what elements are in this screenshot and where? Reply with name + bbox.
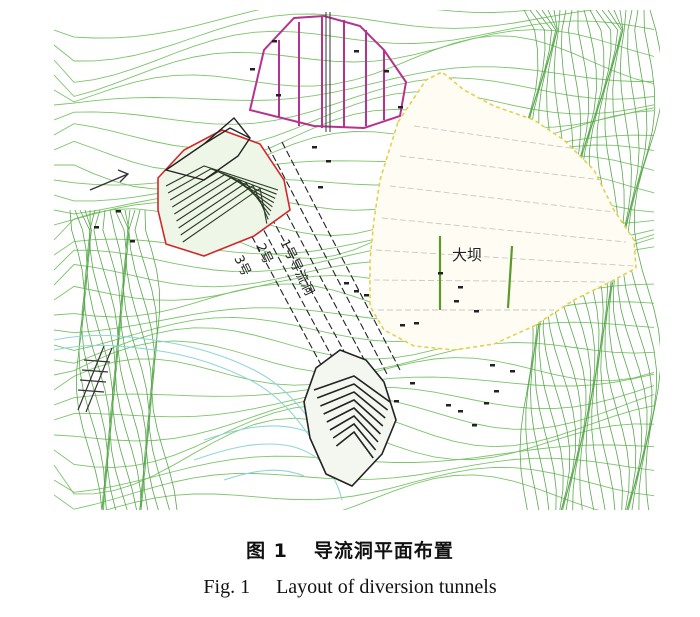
contour-line (54, 10, 596, 62)
intake-step-line (169, 170, 276, 201)
survey-marker (446, 404, 451, 407)
site-plan-map: 大坝 1号导流洞 2号 3号 (54, 10, 660, 510)
upstream-cofferdam-structure (248, 14, 408, 130)
pink-structure-axis (325, 12, 331, 132)
caption-en-number: Fig. 1 (203, 576, 251, 598)
intake-step-line (172, 173, 275, 208)
contour-line (54, 77, 655, 125)
survey-marker (130, 240, 135, 243)
survey-marker (394, 400, 399, 403)
contour-line (74, 209, 106, 510)
contour-line (54, 35, 655, 103)
contour-line (69, 209, 103, 510)
survey-marker (400, 324, 405, 327)
contour-line (342, 474, 600, 510)
contour-line (128, 209, 159, 510)
outlet-step-line (329, 414, 379, 443)
survey-marker (276, 94, 281, 97)
outlet-step-line (332, 422, 377, 451)
contour-line (54, 20, 655, 83)
outlet-step-line (326, 407, 381, 435)
survey-marker (94, 226, 99, 229)
tunnel-outlet-structure (303, 349, 397, 487)
figure-caption-en: Fig. 1 Layout of diversion tunnels (0, 576, 700, 599)
survey-marker (410, 382, 415, 385)
flow-direction-arrow (89, 169, 130, 191)
tunnel-intake-structure (157, 116, 291, 257)
contour-line (134, 209, 170, 510)
outlet-step-line (320, 391, 386, 419)
contour-line (54, 29, 655, 97)
caption-cn-number: 图 1 (246, 540, 288, 562)
contour-line (144, 209, 178, 510)
survey-marker (398, 106, 403, 109)
survey-marker (364, 294, 369, 297)
contour-line (634, 10, 660, 510)
survey-marker (312, 146, 317, 149)
caption-en-title: Layout of diversion tunnels (276, 576, 497, 598)
outlet-step-line (323, 399, 384, 427)
outlet-step-line (316, 383, 389, 411)
survey-marker (344, 282, 349, 285)
intake-step-line (167, 168, 277, 195)
survey-marker (458, 410, 463, 413)
survey-marker (438, 272, 443, 275)
survey-marker (116, 210, 121, 213)
contour-line (54, 10, 535, 39)
outlet-step-line (313, 375, 391, 403)
survey-marker (472, 424, 477, 427)
survey-marker (490, 364, 495, 367)
outlet-step-line (335, 430, 374, 459)
left-bank-structure (77, 345, 113, 413)
survey-marker (326, 160, 331, 163)
contour-line (54, 91, 655, 149)
survey-marker (272, 40, 277, 43)
survey-marker (458, 286, 463, 289)
survey-marker (494, 390, 499, 393)
survey-marker (414, 322, 419, 325)
survey-marker (454, 300, 459, 303)
contour-line (123, 209, 150, 510)
survey-markers (94, 40, 515, 427)
intake-step-line (182, 187, 268, 243)
survey-marker (354, 290, 359, 293)
survey-marker (250, 68, 255, 71)
caption-cn-title: 导流洞平面布置 (313, 540, 454, 562)
dam-label: 大坝 (452, 246, 482, 264)
contour-line (54, 107, 655, 171)
survey-marker (474, 310, 479, 313)
survey-marker (384, 70, 389, 73)
survey-marker (484, 402, 489, 405)
survey-marker (354, 50, 359, 53)
figure-caption-cn: 图 1 导流洞平面布置 (0, 536, 700, 563)
intake-step-line (174, 176, 273, 215)
intake-step-line (165, 165, 279, 191)
contour-line (109, 209, 142, 510)
survey-marker (510, 370, 515, 373)
contour-line (125, 209, 153, 510)
contour-line (89, 209, 117, 510)
intake-step-line (180, 184, 269, 236)
survey-marker (318, 186, 323, 189)
contour-line (93, 209, 128, 510)
